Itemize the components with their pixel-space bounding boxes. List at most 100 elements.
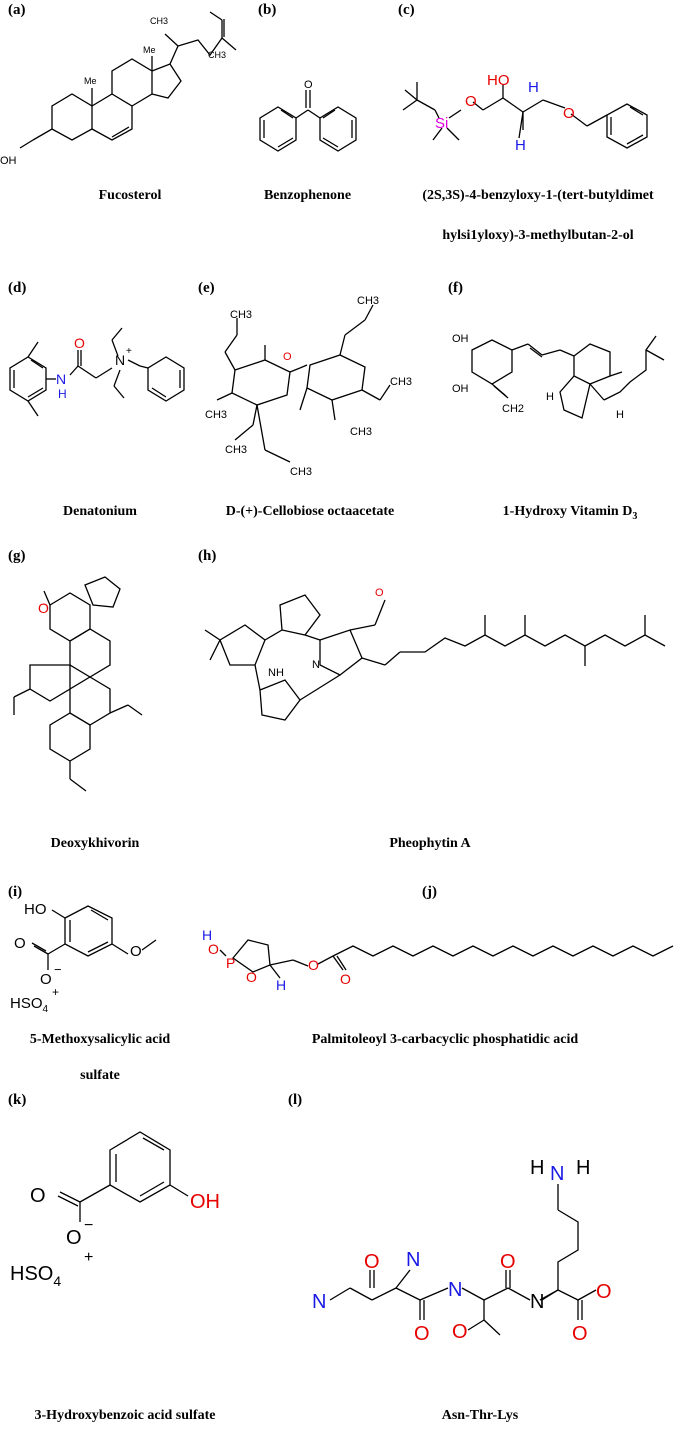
silyl-h2-label: H [515,137,526,154]
panel-label-e: (e) [198,280,215,296]
silyl-h1-label: H [528,79,539,96]
structure-methoxysalicylic-acid-sulfate: HO O O − + HSO4 O [10,901,157,1015]
compound-name-benzophenone: Benzophenone [263,188,352,203]
compound-name-silyl-ether-line1: (2S,3S)-4-benzyloxy-1-(tert-butyldimet [422,188,654,203]
cpa-o2-label: O [246,969,257,985]
fucosterol-me-label: Me [84,76,97,86]
msa-o1-label: O [14,935,26,952]
cpa-o3-label: O [308,957,319,973]
silyl-o2-label: O [563,105,575,122]
structure-silyl-ether: O Si HO H H O [402,72,648,154]
tripeptide-h1-label: H [530,1157,544,1179]
cellobiose-ch3-label-2: CH3 [357,295,379,307]
cpa-o1-label: O [208,941,219,957]
tripeptide-nh2-n-label: N [312,1291,326,1313]
denatonium-n-label: N [115,352,125,368]
tripeptide-o1-label: O [364,1251,380,1273]
vitd-h2-label: H [616,409,624,421]
msa-hso4-label: HSO4 [10,995,49,1015]
silyl-o1-label: O [465,93,477,110]
tripeptide-o6-label: O [596,1281,612,1303]
benzophenone-o-label: O [304,79,313,91]
silyl-si-label: Si [435,115,448,132]
structure-hydroxy-vitamin-d3: OH OH CH2 H H [452,333,665,421]
panel-label-h: (h) [198,548,217,564]
tripeptide-o3-label: O [452,1321,468,1343]
denatonium-charge-label: + [126,346,132,357]
tripeptide-n-lys-label: N [530,1291,544,1313]
fucosterol-oh-label: OH [0,155,17,167]
denatonium-nh-label: N [56,371,66,387]
structure-benzophenone: O [259,79,357,152]
cpa-h-label: H [202,927,212,943]
structure-cellobiose-octaacetate: O CH3 CH3 CH3 CH3 CH3 CH3 CH3 [205,295,412,478]
compound-name-cellobiose-octaacetate: D-(+)-Cellobiose octaacetate [225,504,395,519]
panel-label-l: (l) [288,1092,303,1108]
cpa-h2-label: H [276,977,286,993]
compound-name-asn-thr-lys: Asn-Thr-Lys [441,1408,519,1423]
vitd-ch2-label: CH2 [502,403,524,415]
compound-name-silyl-ether-line2: hylsi1yloxy)-3-methylbutan-2-ol [442,228,634,243]
silyl-ho-label: HO [487,72,510,89]
panel-label-j: (j) [422,884,437,900]
tripeptide-o5-label: O [572,1323,588,1345]
vitd-oh1-label: OH [452,333,469,345]
compound-name-hydroxybenzoic-acid-sulfate: 3-Hydroxybenzoic acid sulfate [34,1408,216,1423]
pheophytin-nh-label: NH [268,667,284,679]
pheophytin-o-label: O [375,587,384,599]
vitd-h1-label: H [546,391,554,403]
compound-name-deoxykhivorin: Deoxykhivorin [50,836,140,851]
structure-deoxykhivorin: O [13,576,143,792]
structure-asn-thr-lys: N O N O N O O N O O N H H [312,1157,612,1345]
tripeptide-n-amine-label: N [550,1163,564,1185]
cpa-o4-label: O [340,971,351,987]
cellobiose-ch3-label-7: CH3 [350,426,372,438]
cellobiose-ch3-label-6: CH3 [290,466,312,478]
structure-pheophytin-a: O N NH [204,587,666,721]
tripeptide-o2-label: O [414,1323,430,1345]
compound-name-denatonium: Denatonium [63,504,137,519]
compound-name-methoxysalicylic-line2: sulfate [80,1068,120,1083]
panel-label-b: (b) [258,2,277,18]
fucosterol-ch3-label-2: CH3 [208,50,226,60]
compound-name-methoxysalicylic-line1: 5-Methoxysalicylic acid [29,1032,171,1047]
msa-minus-label: − [54,962,62,977]
structure-palmitoleoyl-cpa: H O P O H O O [202,927,674,993]
panel-label-a: (a) [8,2,26,18]
panel-label-g: (g) [8,548,26,564]
panel-label-f: (f) [448,280,463,296]
msa-o2-label: O [40,971,52,988]
structure-denatonium: N + N H O [9,327,185,417]
structure-fucosterol: OH Me Me CH3 CH3 [0,11,237,167]
cellobiose-o-label: O [283,351,292,363]
panel-label-k: (k) [8,1092,27,1108]
hba-o2-label: O [66,1227,82,1249]
fucosterol-ch3-label-1: CH3 [150,16,168,26]
deoxykhivorin-o-label: O [38,600,49,616]
tripeptide-n-asn-label: N [406,1249,420,1271]
cpa-p-label: P [226,955,235,971]
compound-name-palmitoleoyl-cpa: Palmitoleoyl 3-carbacyclic phosphatidic … [311,1032,579,1047]
pheophytin-n-label: N [312,659,320,671]
vitd-oh2-label: OH [452,383,469,395]
msa-o3-label: O [130,943,142,960]
hba-plus-label: + [84,1249,93,1266]
hba-hso4-label: HSO4 [10,1263,61,1289]
msa-plus-label: + [52,985,59,999]
fucosterol-me2-label: Me [143,45,156,55]
msa-ho-label: HO [24,901,47,918]
tripeptide-o4-label: O [500,1251,516,1273]
tripeptide-h2-label: H [576,1157,590,1179]
compound-name-pheophytin-a: Pheophytin A [389,836,471,851]
structure-hydroxybenzoic-acid-sulfate: O O − + HSO4 OH [10,1131,220,1289]
hba-oh-label: OH [190,1191,220,1213]
cellobiose-ch3-label-4: CH3 [205,409,227,421]
panel-label-d: (d) [8,280,27,296]
hba-o1-label: O [30,1185,46,1207]
compound-name-hydroxy-vitamin-d3: 1-Hydroxy Vitamin D3 [502,504,638,522]
panel-label-c: (c) [398,2,415,18]
cellobiose-ch3-label-3: CH3 [390,376,412,388]
denatonium-h-label: H [58,387,67,401]
denatonium-o-label: O [74,335,85,351]
